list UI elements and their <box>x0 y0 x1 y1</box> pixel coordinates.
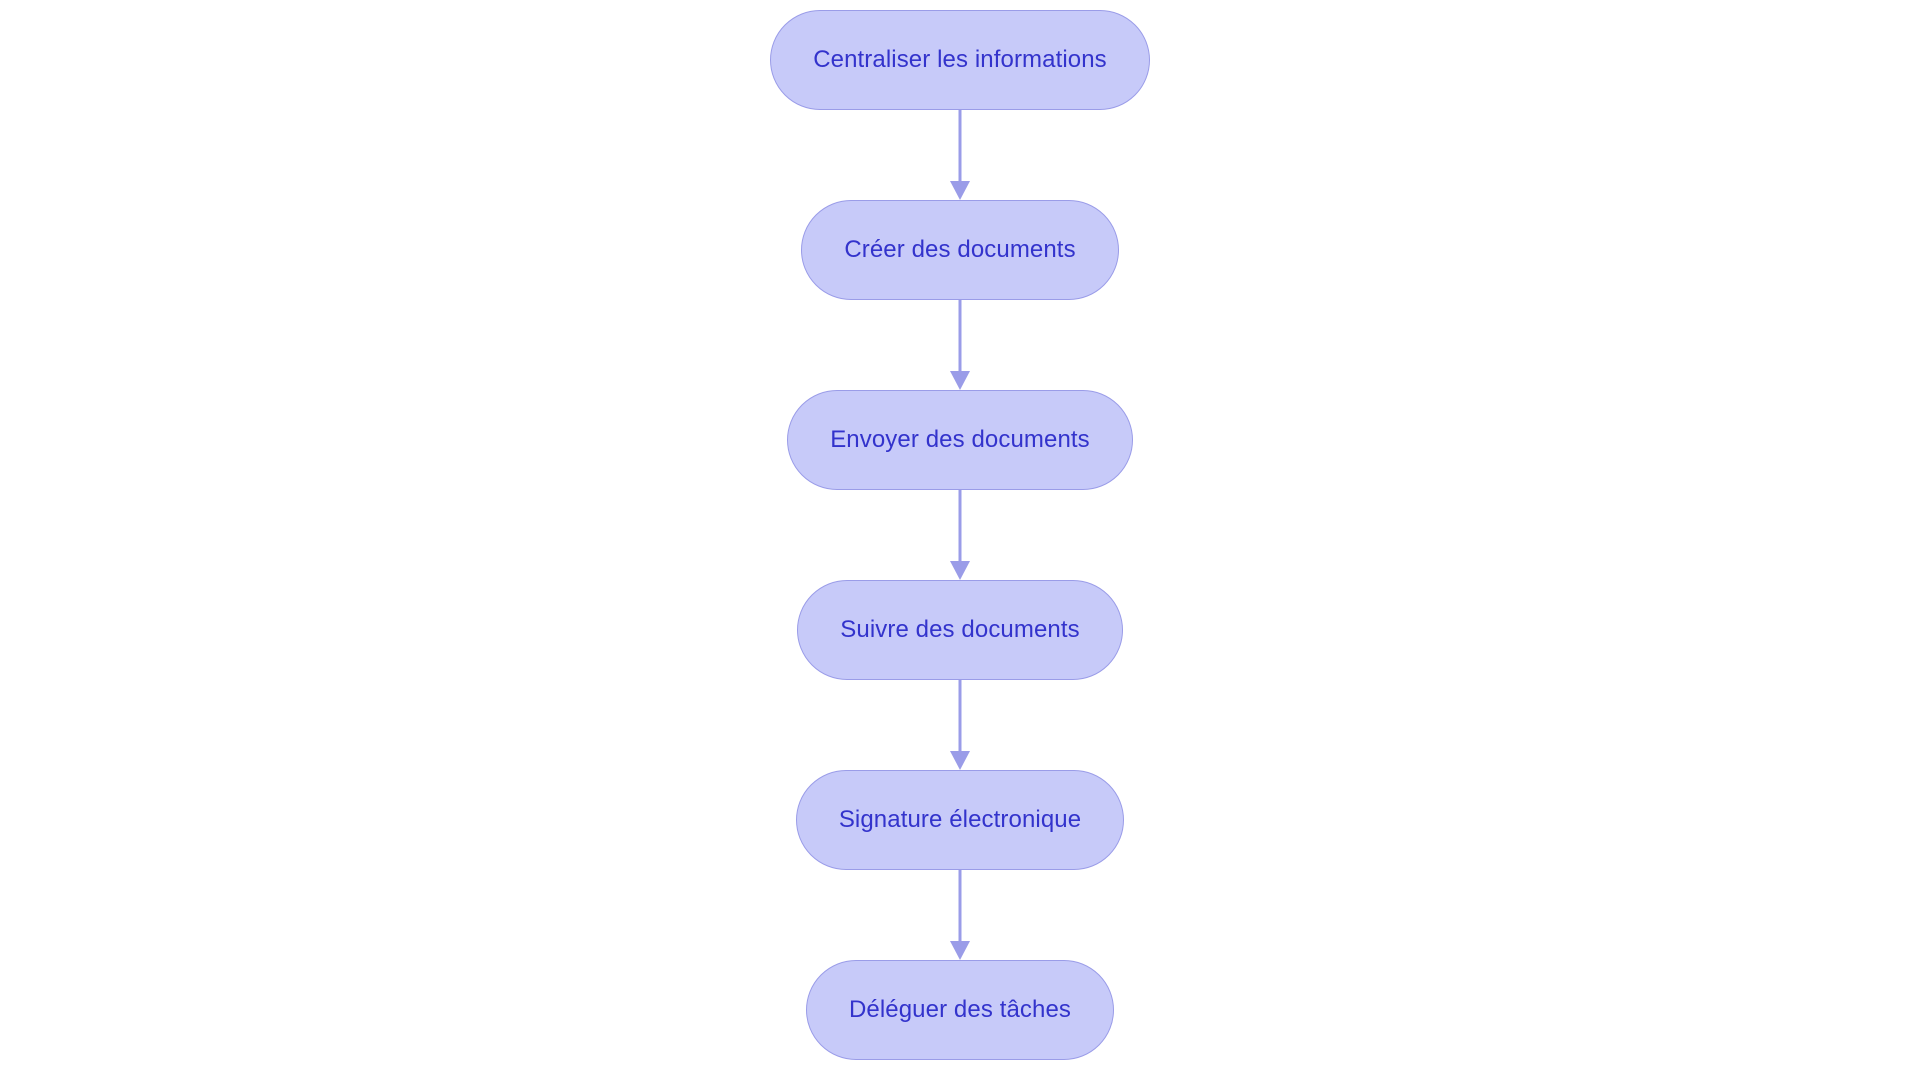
flow-arrow-2 <box>948 300 972 390</box>
flow-node-creer-des-documents[interactable]: Créer des documents <box>801 200 1119 300</box>
flow-arrow-3 <box>948 490 972 580</box>
flow-node-suivre-des-documents[interactable]: Suivre des documents <box>797 580 1123 680</box>
flow-node-label: Centraliser les informations <box>813 46 1107 73</box>
flow-arrow-1 <box>948 110 972 200</box>
flow-node-centraliser-les-informations[interactable]: Centraliser les informations <box>770 10 1150 110</box>
flow-node-deleguer-des-taches[interactable]: Déléguer des tâches <box>805 960 1115 1060</box>
flow-node-label: Envoyer des documents <box>830 426 1090 453</box>
flow-node-label: Déléguer des tâches <box>848 996 1072 1023</box>
flow-node-label: Créer des documents <box>844 236 1076 263</box>
flow-node-label: Suivre des documents <box>840 616 1080 643</box>
flow-node-label: Signature électronique <box>838 806 1082 833</box>
flow-node-signature-electronique[interactable]: Signature électronique <box>795 770 1125 870</box>
flow-arrow-4 <box>948 680 972 770</box>
flow-arrow-5 <box>948 870 972 960</box>
flow-node-envoyer-des-documents[interactable]: Envoyer des documents <box>787 390 1133 490</box>
